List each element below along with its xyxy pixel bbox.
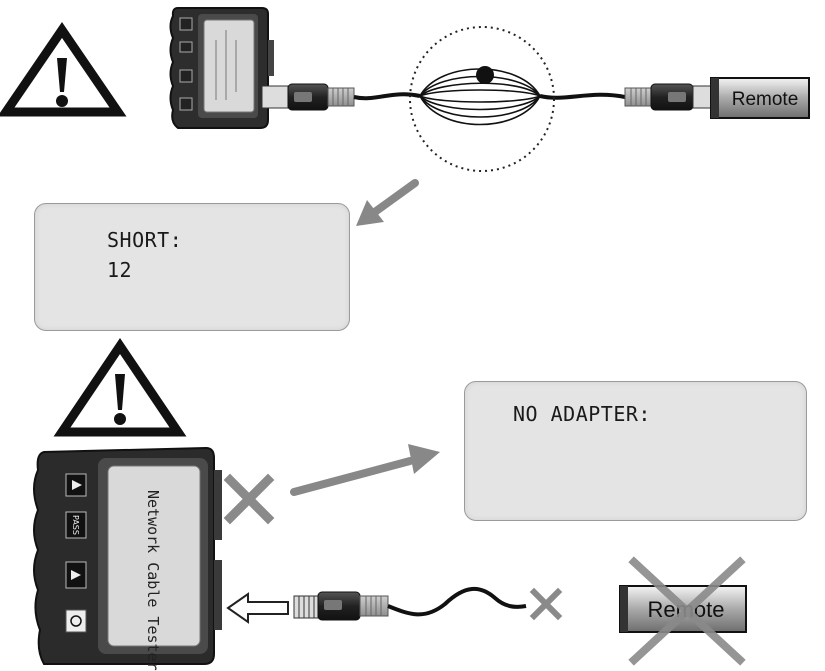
rj45-plug — [293, 591, 389, 621]
arrow-icon — [290, 444, 440, 496]
warning-icon — [53, 337, 187, 437]
condition-label: SHORT: — [107, 228, 183, 252]
cross-icon — [628, 556, 746, 666]
cable-tester-device: Network Cable Tester PASS — [33, 446, 222, 671]
lcd-readout-short: SHORT: 12 — [34, 203, 350, 331]
cable-tester-device — [169, 7, 274, 129]
cable-short-icon — [353, 26, 626, 172]
condition-value: 12 — [107, 258, 133, 282]
tester-button-label: PASS — [71, 515, 80, 535]
arrow-icon — [356, 179, 419, 226]
warning-icon — [0, 22, 127, 117]
cross-icon — [223, 473, 275, 525]
tester-screen-text: Network Cable Tester — [144, 490, 162, 671]
cross-icon — [529, 587, 563, 621]
remote-unit: Remote — [710, 77, 810, 119]
condition-label: NO ADAPTER: — [513, 402, 651, 426]
insert-arrow-icon — [226, 592, 289, 624]
loose-cable — [387, 587, 527, 617]
remote-label: Remote — [732, 89, 799, 110]
lcd-readout-no-adapter: NO ADAPTER: — [464, 381, 807, 521]
remote-unit: Remote — [619, 585, 747, 633]
rj45-plug — [261, 83, 355, 111]
rj45-plug — [624, 83, 712, 111]
